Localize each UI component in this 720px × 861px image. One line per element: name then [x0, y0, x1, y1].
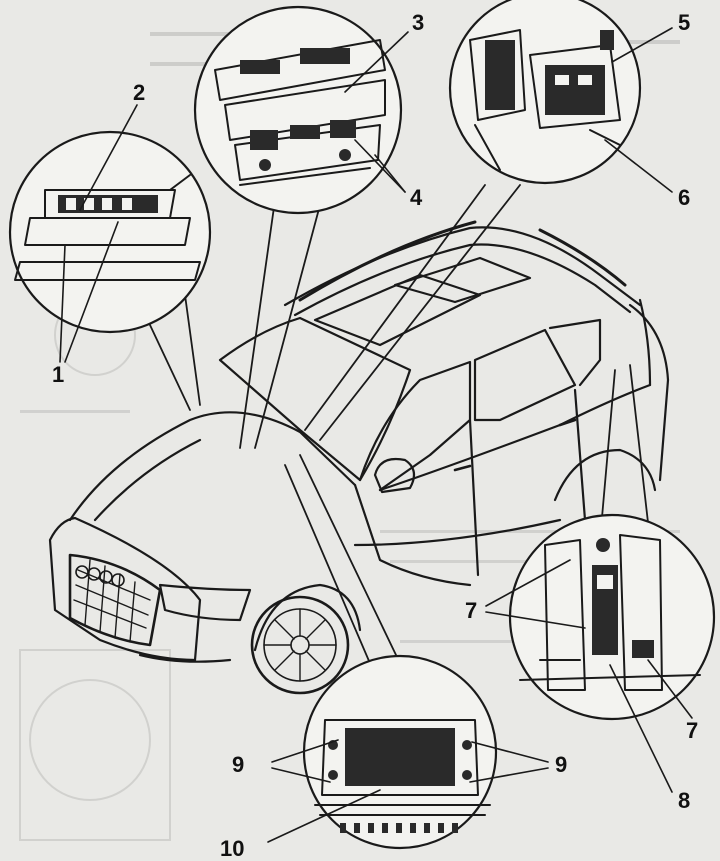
car-body: [48, 220, 670, 695]
inset-center-console: [193, 5, 403, 215]
callout-6: 6: [678, 185, 690, 210]
callout-labels: 1 2 3 4 5 6 7 7 8 9 9 10: [52, 10, 698, 861]
callout-pointers: [59, 27, 693, 843]
inset-glovebox: [8, 130, 212, 334]
callout-9-right: 9: [555, 752, 567, 777]
inset-dashboard-display: [302, 654, 498, 850]
callout-9-left: 9: [232, 752, 244, 777]
callout-7-right: 7: [686, 718, 698, 743]
leader-lines: [149, 184, 651, 711]
inset-control-unit: [448, 0, 642, 185]
callout-5: 5: [678, 10, 690, 35]
callout-7-left: 7: [465, 598, 477, 623]
callout-2: 2: [133, 80, 145, 105]
callout-3: 3: [412, 10, 424, 35]
callout-10: 10: [220, 836, 244, 861]
callout-1: 1: [52, 362, 64, 387]
callout-4: 4: [410, 185, 423, 210]
callout-8: 8: [678, 788, 690, 813]
inset-rear-relays: [508, 513, 716, 721]
